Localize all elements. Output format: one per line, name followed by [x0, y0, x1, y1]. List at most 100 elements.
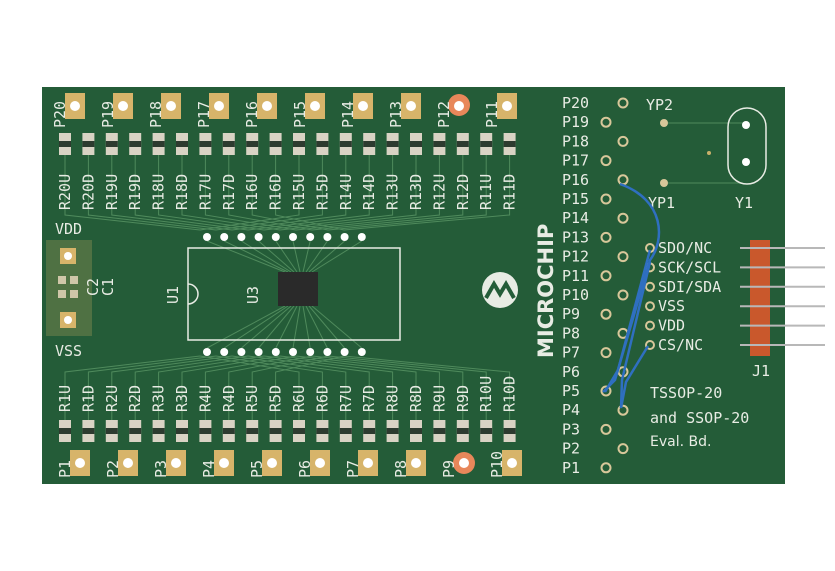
pin-label-p6: P6 [562, 363, 580, 381]
trace [311, 355, 464, 420]
resistor-label-r13u: R13U [384, 174, 402, 210]
resistor-label-r20u: R20U [56, 174, 74, 210]
pad-hole [267, 458, 277, 468]
trace [292, 240, 301, 273]
trace [181, 355, 281, 420]
trace [223, 305, 289, 349]
pad-hole [219, 458, 229, 468]
microchip-wordmark: MICROCHIP [534, 224, 558, 358]
pad-label-p15: P15 [291, 101, 309, 128]
resistor-body [82, 141, 95, 147]
resistor-body [59, 428, 71, 434]
c2-label: C2 [84, 278, 102, 296]
trace [241, 240, 292, 273]
header-pin-label: SCK/SCL [658, 258, 721, 276]
pad-label-p19: P19 [99, 101, 117, 128]
pin-hole [600, 231, 612, 243]
pin-hole [600, 347, 612, 359]
pin-hole [600, 423, 612, 435]
resistor-label-r10d: R10D [501, 376, 519, 412]
header-via [645, 340, 655, 350]
resistor-label-r14u: R14U [337, 174, 355, 210]
right-pin-column: P20P19P18P17P16P15P14P13P12P11P10P9P8P7P… [562, 94, 629, 477]
pad-label-p4: P4 [200, 460, 218, 478]
ic-pin-hole [306, 233, 315, 241]
resistor-body [503, 428, 516, 434]
microchip-logo: MICROCHIP [482, 224, 558, 358]
resistor-label-r16u: R16U [243, 174, 261, 210]
pad-label-p7: P7 [344, 460, 362, 478]
title-line-2: and SSOP-20 [650, 409, 749, 427]
pad-hole [411, 458, 421, 468]
resistor-body [386, 428, 399, 434]
resistor-label-r6u: R6U [290, 385, 308, 412]
ic-pin-hole [220, 233, 229, 241]
trace [327, 355, 487, 420]
resistor-label-r3d: R3D [173, 385, 191, 412]
pin-hole [600, 308, 612, 320]
ic-pin-hole [289, 233, 297, 241]
trace [228, 155, 313, 231]
pin-label-p10: P10 [562, 286, 589, 304]
trace [231, 355, 347, 420]
pad-hole [75, 458, 85, 468]
resistor-label-r12d: R12D [454, 174, 472, 210]
trace [275, 305, 298, 349]
pin-label-p15: P15 [562, 190, 589, 208]
pin-label-p13: P13 [562, 228, 589, 246]
title-line-3: Eval. Bd. [650, 434, 711, 450]
resistor-label-r11d: R11D [501, 174, 519, 210]
trace [87, 355, 217, 420]
trace [228, 355, 313, 420]
vss-label: VSS [55, 342, 82, 360]
resistor-body [386, 141, 399, 147]
resistor-label-r5u: R5U [243, 385, 261, 412]
resistor-label-r15u: R15U [290, 174, 308, 210]
pad-label-p9: P9 [440, 460, 458, 478]
header-pin-label: VSS [658, 297, 685, 315]
resistor-label-r6d: R6D [313, 385, 331, 412]
resistor-body [129, 141, 142, 147]
pad-label-p11: P11 [483, 101, 501, 128]
pad-hole [315, 458, 325, 468]
pad-label-p20: P20 [51, 101, 69, 128]
resistor-body [222, 141, 235, 147]
pin-label-p5: P5 [562, 382, 580, 400]
resistor-label-r18d: R18D [173, 174, 191, 210]
resistor-body [316, 141, 329, 147]
trace [158, 355, 265, 420]
resistor-body [176, 141, 188, 147]
trace [275, 240, 298, 273]
trace [302, 305, 311, 349]
header-pin-label: CS/NC [658, 336, 703, 354]
pad-label-p5: P5 [248, 460, 266, 478]
j1-label: J1 [752, 362, 770, 380]
trace [204, 155, 297, 231]
resistor-label-r19u: R19U [103, 174, 121, 210]
trace [134, 355, 249, 420]
trace [292, 305, 301, 349]
trace [311, 240, 363, 273]
pad-label-p1: P1 [56, 460, 74, 478]
header-via [645, 281, 655, 292]
trace [263, 155, 394, 231]
header-pin-label: SDO/NC [658, 239, 712, 257]
board-title: TSSOP-20 and SSOP-20 Eval. Bd. [650, 384, 749, 450]
trace [87, 155, 217, 231]
pin-hole [617, 135, 629, 147]
pad-hole [502, 101, 512, 111]
resistor-label-r9d: R9D [454, 385, 472, 412]
ic-pin-hole [306, 348, 315, 356]
trace [343, 355, 511, 420]
pin-hole [600, 462, 612, 474]
resistor-body [152, 428, 165, 434]
pin-label-p12: P12 [562, 248, 589, 266]
trace [247, 355, 370, 420]
pad-label-p12: P12 [435, 101, 453, 128]
ic-pin-hole [271, 233, 280, 241]
pin-hole [617, 251, 629, 263]
pin-hole [600, 155, 612, 167]
trace [231, 155, 347, 231]
